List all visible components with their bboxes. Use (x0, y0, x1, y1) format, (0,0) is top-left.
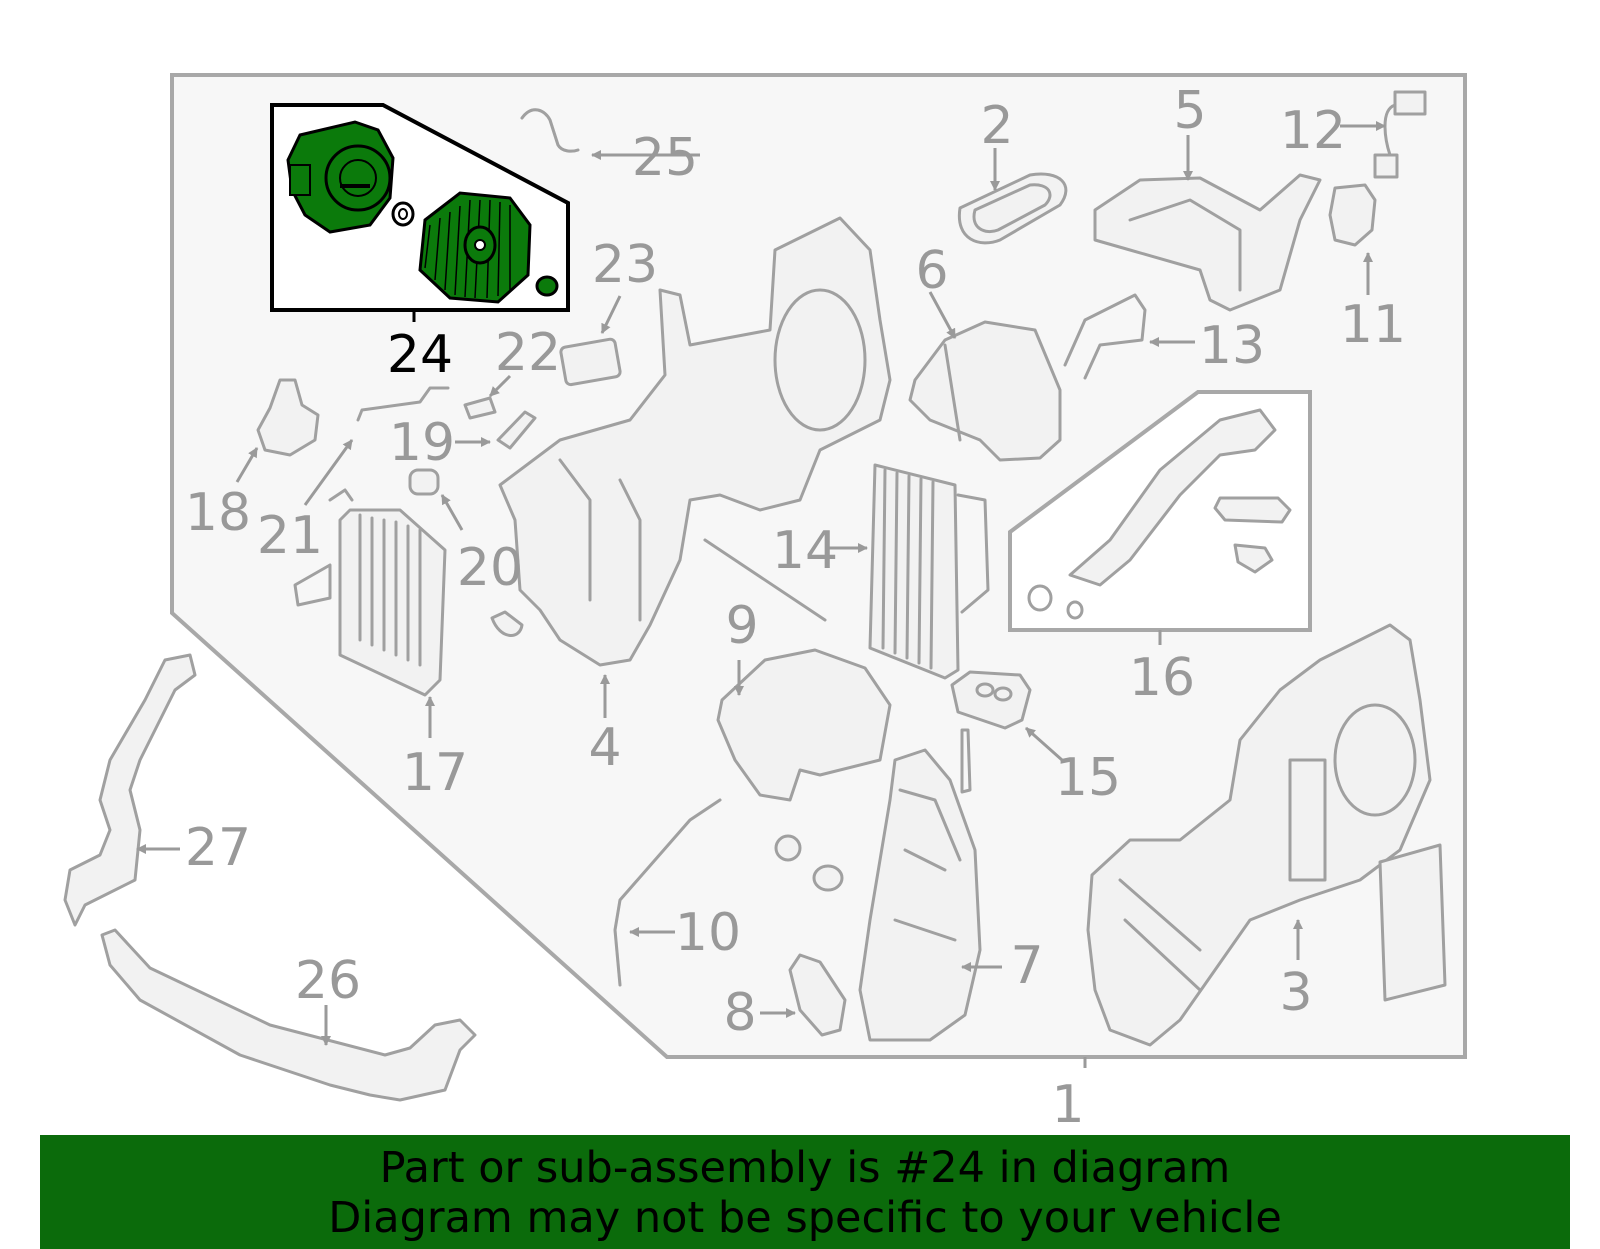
callout-14: 14 (772, 521, 838, 581)
refrigerant-line-icon (1027, 408, 1292, 620)
grommet-icon (812, 864, 844, 892)
callout-3: 3 (1279, 963, 1312, 1023)
callout-7: 7 (1010, 936, 1043, 996)
expansion-valve-icon (950, 670, 1032, 730)
callout-13: 13 (1199, 316, 1265, 376)
duct-27-icon (63, 653, 197, 927)
lever-19-icon (496, 410, 537, 450)
callout-9: 9 (725, 596, 758, 656)
seal-8-icon (788, 953, 847, 1037)
fastener-icon (774, 834, 802, 862)
banner-line-2: Diagram may not be specific to your vehi… (328, 1193, 1282, 1243)
housing-5-icon (1093, 173, 1322, 312)
evaporator-case-icon (716, 648, 892, 802)
filter-icon (1378, 843, 1447, 1002)
duct-26-icon (100, 928, 477, 1102)
callout-8: 8 (723, 983, 756, 1043)
bracket-13-icon (1063, 293, 1147, 380)
callout-6: 6 (915, 241, 948, 301)
banner-line-1: Part or sub-assembly is #24 in diagram (379, 1143, 1231, 1193)
cup-icon (490, 610, 524, 637)
callout-17: 17 (402, 743, 468, 803)
sensor-18-icon (256, 378, 320, 457)
housing-3-icon (1086, 623, 1432, 1047)
main-case-icon (498, 216, 892, 667)
clip-22-icon (463, 396, 497, 420)
bolt-icon (960, 728, 972, 794)
callout-27: 27 (185, 818, 251, 878)
nut-icon (535, 275, 559, 297)
callout-1: 1 (1051, 1075, 1084, 1135)
callout-23: 23 (592, 235, 658, 295)
callout-12: 12 (1280, 101, 1346, 161)
blower-wheel-icon (418, 191, 532, 304)
washer-icon (391, 201, 415, 227)
duct-7-icon (858, 748, 982, 1042)
actuator-11-icon (1328, 183, 1377, 247)
callout-10: 10 (675, 903, 741, 963)
blower-motor-icon (286, 120, 395, 234)
rod-icon (703, 538, 827, 622)
seal-icon (957, 172, 1068, 245)
connector-23-icon (559, 337, 622, 387)
wiring-harness-icon (1373, 90, 1427, 179)
callout-21: 21 (257, 506, 323, 566)
assembly-boundary (170, 73, 1467, 1059)
callout-19: 19 (389, 413, 455, 473)
callout-16: 16 (1129, 648, 1195, 708)
evaporator-core-icon (868, 463, 990, 680)
callout-26: 26 (295, 951, 361, 1011)
callout-24: 24 (387, 325, 453, 385)
callout-22: 22 (495, 323, 561, 383)
callout-4: 4 (588, 718, 621, 778)
heater-core-icon (293, 488, 447, 697)
blower-opening (773, 288, 867, 432)
tube-21-icon (356, 386, 450, 422)
grommet-20-icon (408, 468, 440, 496)
info-banner: Part or sub-assembly is #24 in diagram D… (40, 1135, 1570, 1249)
callout-25: 25 (632, 128, 698, 188)
callout-2: 2 (980, 96, 1013, 156)
callout-5: 5 (1173, 81, 1206, 141)
callout-15: 15 (1055, 748, 1121, 808)
callout-18: 18 (185, 483, 251, 543)
callout-11: 11 (1340, 295, 1406, 355)
callout-20: 20 (457, 538, 523, 598)
